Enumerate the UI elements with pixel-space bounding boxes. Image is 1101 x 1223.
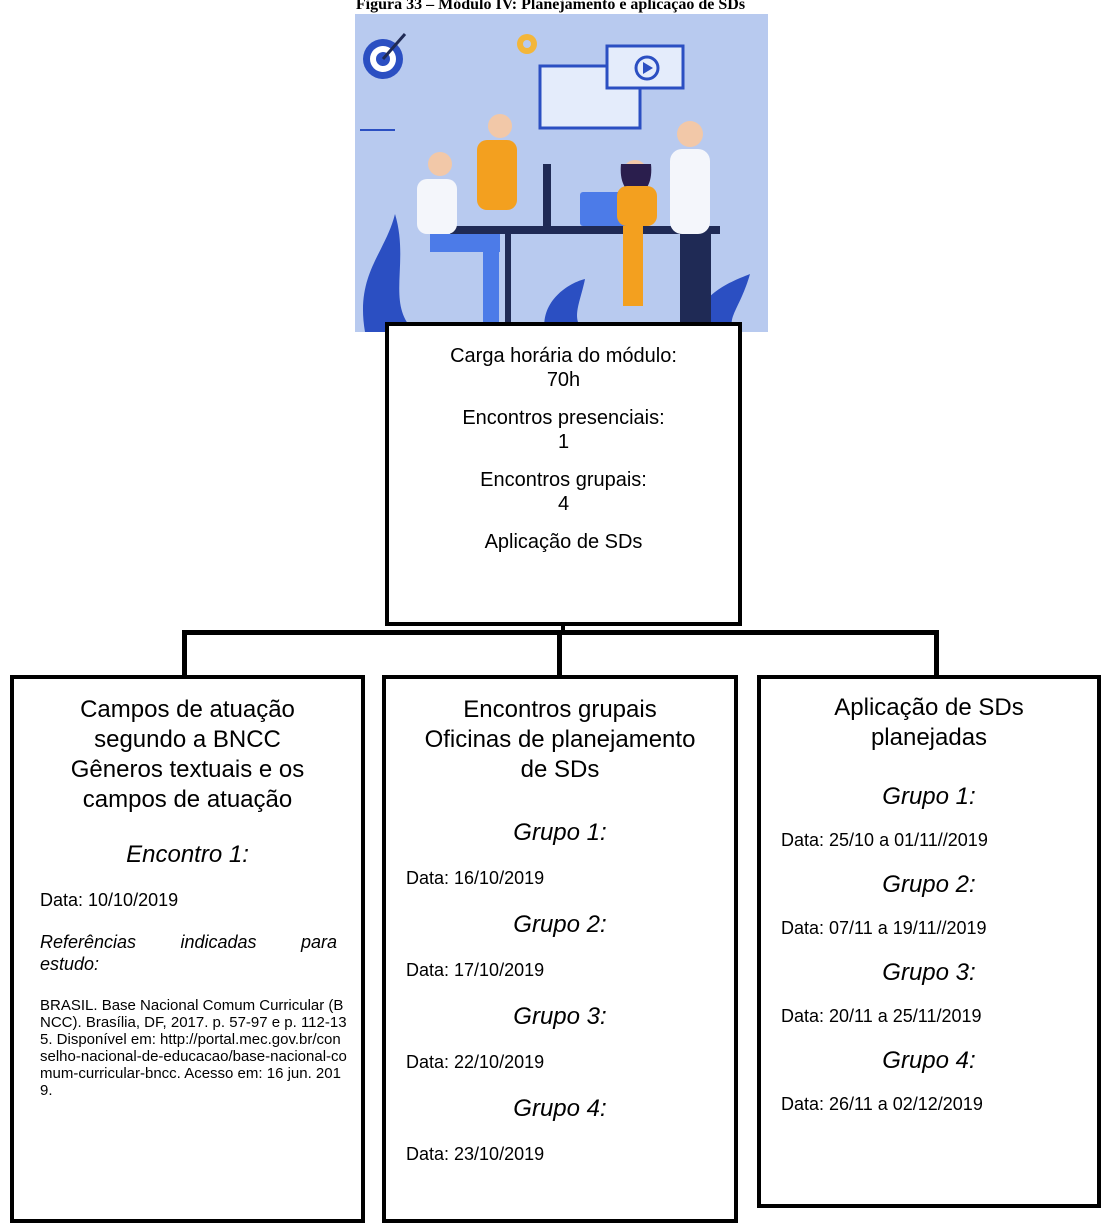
- col2-group-label: Grupo 1:: [513, 819, 607, 846]
- col3-title: Aplicação de SDs planejadas: [761, 693, 1097, 753]
- col2-group-label: Grupo 2:: [513, 911, 607, 938]
- col3-group-label: Grupo 4:: [882, 1047, 976, 1074]
- col3-title-line: Aplicação de SDs: [834, 694, 1024, 721]
- workload-label: Carga horária do módulo:: [450, 345, 677, 367]
- workload-value: 70h: [546, 369, 581, 391]
- figure-caption: Figura 33 – Módulo IV: Planejamento e ap…: [355, 0, 746, 13]
- col1-title-line: campos de atuação: [82, 786, 293, 813]
- connector-right: [934, 630, 939, 675]
- col1-title-line: segundo a BNCC: [94, 726, 281, 753]
- col1-box: Campos de atuação segundo a BNCC Gêneros…: [10, 675, 365, 1223]
- workload-item: Carga horária do módulo: 70h: [389, 344, 738, 392]
- col3-group-date: Data: 25/10 a 01/11//2019: [781, 830, 988, 850]
- col3-group-label: Grupo 1:: [882, 783, 976, 810]
- presencial-value: 1: [557, 431, 570, 453]
- module-summary-box: Carga horária do módulo: 70h Encontros p…: [385, 322, 742, 626]
- col1-title: Campos de atuação segundo a BNCC Gêneros…: [14, 695, 361, 815]
- connector-middle: [557, 630, 562, 680]
- col3-group-date: Data: 20/11 a 25/11/2019: [781, 1006, 982, 1026]
- col3-title-line: planejadas: [870, 724, 988, 751]
- col2-title-line: Oficinas de planejamento: [424, 726, 696, 753]
- col2-group-date: Data: 17/10/2019: [406, 960, 545, 980]
- team-illustration: [355, 14, 768, 332]
- col1-title-line: Campos de atuação: [80, 696, 295, 723]
- connector-left: [182, 630, 187, 680]
- team-illustration-graphic: [355, 14, 768, 332]
- presencial-item: Encontros presenciais: 1: [389, 406, 738, 454]
- col2-title-line: Encontros grupais: [463, 696, 657, 723]
- col2-title: Encontros grupais Oficinas de planejamen…: [386, 695, 734, 785]
- col2-title-line: de SDs: [520, 756, 600, 783]
- col2-group-label: Grupo 4:: [513, 1095, 607, 1122]
- col3-group-label: Grupo 3:: [882, 959, 976, 986]
- col3-group-label: Grupo 2:: [882, 871, 976, 898]
- col1-date: Data: 10/10/2019: [40, 890, 179, 910]
- group-meetings-value: 4: [557, 493, 570, 515]
- col3-group-date: Data: 07/11 a 19/11//2019: [781, 918, 987, 938]
- col3-box: Aplicação de SDs planejadas Grupo 1: Dat…: [757, 675, 1101, 1208]
- col2-box: Encontros grupais Oficinas de planejamen…: [382, 675, 738, 1223]
- col2-group-date: Data: 16/10/2019: [406, 868, 545, 888]
- col1-ref-label: Referências indicadas para: [40, 932, 337, 952]
- col2-group-date: Data: 22/10/2019: [406, 1052, 545, 1072]
- col1-ref-text: BRASIL. Base Nacional Comum Curricular (…: [40, 997, 347, 1099]
- col1-ref-label-2: estudo:: [40, 954, 100, 974]
- group-meetings-label: Encontros grupais:: [480, 469, 647, 491]
- application-label: Aplicação de SDs: [484, 531, 643, 553]
- col2-group-label: Grupo 3:: [513, 1003, 607, 1030]
- col1-title-line: Gêneros textuais e os: [70, 756, 305, 783]
- presencial-label: Encontros presenciais:: [462, 407, 665, 429]
- col2-group-date: Data: 23/10/2019: [406, 1144, 545, 1164]
- col1-encounter-label: Encontro 1:: [126, 841, 249, 868]
- col3-group-date: Data: 26/11 a 02/12/2019: [781, 1094, 983, 1114]
- application-item: Aplicação de SDs: [389, 530, 738, 554]
- group-meetings-item: Encontros grupais: 4: [389, 468, 738, 516]
